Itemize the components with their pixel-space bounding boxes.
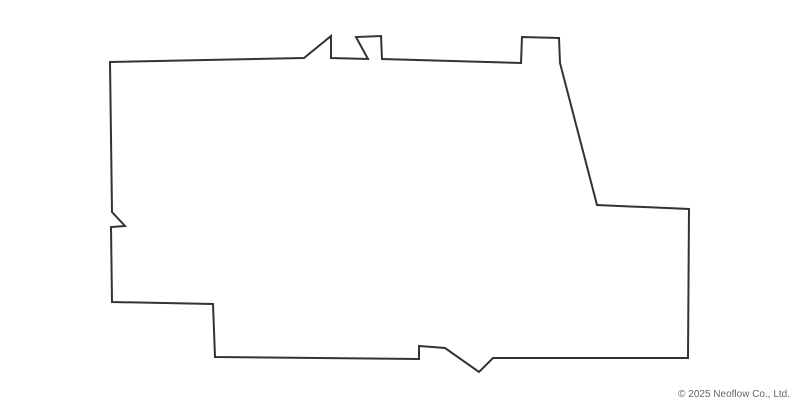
floor-plan-outline [108, 33, 691, 374]
copyright-notice: © 2025 Neoflow Co., Ltd. [678, 389, 790, 400]
